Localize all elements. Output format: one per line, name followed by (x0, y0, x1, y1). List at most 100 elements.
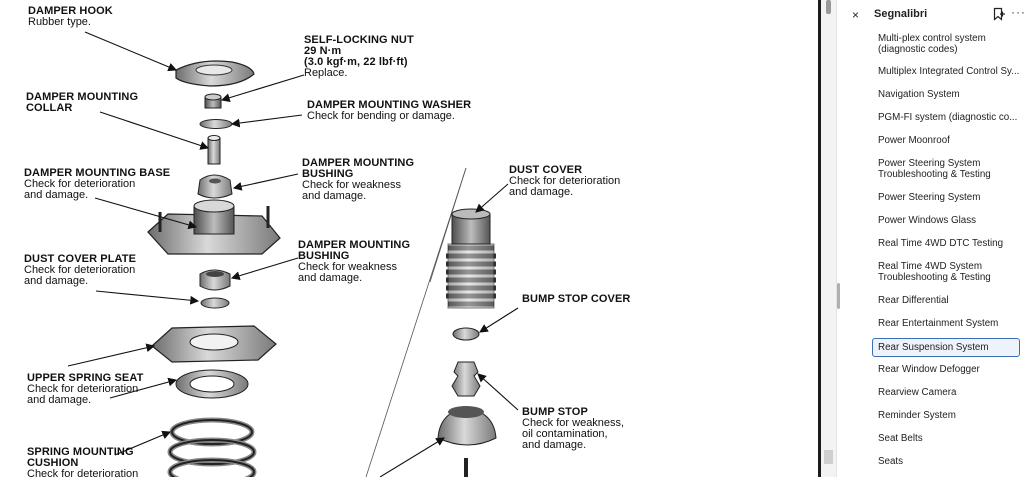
self-locking-nut-desc: Replace. (304, 67, 348, 79)
bookmarks-panel-header: × Segnalibri ··· (840, 0, 1024, 28)
label-bump-stop: BUMP STOP Check for weakness, oil contam… (522, 407, 624, 451)
bookmark-item[interactable]: Rear Suspension System (872, 338, 1020, 357)
bookmark-item[interactable]: Real Time 4WD DTC Testing (873, 238, 1021, 249)
bookmark-item-label: Seat Belts (878, 433, 923, 444)
label-damper-mounting-bushing-upper: DAMPER MOUNTING BUSHING Check for weakne… (302, 158, 414, 202)
coil-spring-part (167, 417, 257, 477)
bookmark-item-label: Power Steering System (878, 158, 981, 169)
bushing2-title-1: DAMPER MOUNTING (298, 239, 411, 251)
scrollbar-thumb[interactable] (826, 0, 831, 14)
more-options-icon[interactable]: ··· (1011, 5, 1024, 19)
damper-mounting-collar-part (207, 135, 221, 165)
pane-divider[interactable] (818, 0, 821, 477)
washer-desc: Check for bending or damage. (307, 110, 455, 122)
bookmark-item-label: Multi-plex control system (878, 33, 986, 44)
bookmark-add-icon[interactable] (992, 7, 1006, 21)
bookmark-item-label: Seats (878, 456, 904, 467)
bump-stop-title: BUMP STOP (522, 406, 588, 418)
bushing2-desc-1: Check for weakness (298, 261, 398, 273)
dust-cover-desc-2: and damage. (509, 186, 574, 198)
leader-lines (67, 31, 519, 477)
bookmark-item-label: Power Steering System (878, 192, 981, 203)
bump-stop-desc-2: oil contamination, (522, 428, 608, 440)
bump-stop-desc-3: and damage. (522, 439, 587, 451)
label-dust-cover: DUST COVER Check for deterioration and d… (509, 165, 620, 198)
damper-mounting-bushing-part (197, 174, 233, 199)
bookmarks-panel: × Segnalibri ··· Multi-plex control syst… (840, 0, 1024, 477)
base-desc-2: and damage. (24, 189, 89, 201)
document-scrollbar[interactable] (821, 0, 837, 477)
damper-hook-title: DAMPER HOOK (28, 5, 113, 17)
bookmark-item[interactable]: Multiplex Integrated Control Sy... (873, 66, 1021, 77)
washer-title: DAMPER MOUNTING WASHER (307, 99, 472, 111)
bookmark-item[interactable]: Multi-plex control system(diagnostic cod… (873, 33, 1021, 55)
bookmark-item[interactable]: Rear Window Defogger (873, 364, 1021, 375)
bookmark-item[interactable]: Seat Belts (873, 433, 1021, 444)
panel-title: Segnalibri (874, 8, 928, 20)
bookmark-item[interactable]: Rear Entertainment System (873, 318, 1021, 329)
self-locking-nut-title: SELF-LOCKING NUT (304, 34, 414, 46)
panel-resize-handle[interactable] (837, 283, 840, 309)
bushing1-desc-2: and damage. (302, 190, 367, 202)
bookmark-item-label: Rear Entertainment System (878, 318, 999, 329)
bookmark-item[interactable]: Navigation System (873, 89, 1021, 100)
upper-spring-seat-part (151, 325, 277, 363)
label-damper-hook: DAMPER HOOK Rubber type. (28, 6, 113, 28)
label-damper-mounting-bushing-lower: DAMPER MOUNTING BUSHING Check for weakne… (298, 240, 410, 284)
dust-cover-plate-desc-1: Check for deterioration (24, 264, 136, 276)
dust-cover-plate-part (200, 297, 230, 309)
label-spring-mounting-cushion: SPRING MOUNTING CUSHION Check for deteri… (27, 447, 138, 477)
damper-hook-part (175, 60, 255, 87)
base-title: DAMPER MOUNTING BASE (24, 167, 171, 179)
upper-spring-seat-desc-2: and damage. (27, 394, 92, 406)
document-page: DAMPER HOOK Rubber type. SELF-LOCKING NU… (24, 5, 631, 477)
dust-cover-title: DUST COVER (509, 164, 583, 176)
self-locking-nut-torque: 29 N·m (304, 45, 342, 57)
bookmark-item[interactable]: Power Windows Glass (873, 215, 1021, 226)
bookmark-item-label: Power Windows Glass (878, 215, 976, 226)
label-damper-mounting-washer: DAMPER MOUNTING WASHER Check for bending… (307, 100, 471, 122)
suspension-exploded-diagram (67, 31, 519, 477)
bushing1-desc-1: Check for weakness (302, 179, 402, 191)
bookmark-item[interactable]: Seats (873, 456, 1021, 467)
bookmark-item[interactable]: Reminder System (873, 410, 1021, 421)
damper-hook-desc: Rubber type. (28, 16, 91, 28)
close-icon[interactable]: × (852, 8, 860, 22)
bookmark-item-label: Real Time 4WD System (878, 261, 982, 272)
bookmark-item-label: Rear Window Defogger (878, 364, 980, 375)
bookmark-item-label: Multiplex Integrated Control Sy... (878, 66, 1020, 77)
upper-spring-seat-title: UPPER SPRING SEAT (27, 372, 144, 384)
dust-cover-part (446, 208, 496, 309)
bushing1-title-1: DAMPER MOUNTING (302, 157, 415, 169)
label-self-locking-nut: SELF-LOCKING NUT 29 N·m (3.0 kgf·m, 22 l… (304, 35, 414, 79)
bookmark-item-label: Rearview Camera (878, 387, 957, 398)
label-damper-mounting-collar: DAMPER MOUNTING COLLAR (26, 92, 138, 114)
bump-stop-desc-1: Check for weakness, (522, 417, 625, 429)
collar-title-line2: COLLAR (26, 102, 73, 114)
bookmark-item[interactable]: Rearview Camera (873, 387, 1021, 398)
scrollbar-bottom-thumb[interactable] (824, 450, 833, 464)
self-locking-nut-part (204, 93, 222, 109)
bump-stop-cover-title: BUMP STOP COVER (522, 293, 631, 305)
bookmark-item-label: PGM-FI system (diagnostic co... (878, 112, 1018, 123)
bookmark-item-label: Troubleshooting & Testing (878, 169, 991, 180)
bump-stop-part (451, 361, 481, 397)
bookmark-item[interactable]: Power Moonroof (873, 135, 1021, 146)
collar-title-line1: DAMPER MOUNTING (26, 91, 139, 103)
bushing1-title-2: BUSHING (302, 168, 354, 180)
lower-spring-seat-part (437, 406, 497, 477)
bookmark-item[interactable]: Rear Differential (873, 295, 1021, 306)
cushion-desc-1: Check for deterioration (27, 468, 139, 477)
cushion-title-2: CUSHION (27, 457, 79, 469)
damper-mounting-washer-part (199, 119, 233, 129)
bookmark-item[interactable]: Power Steering System (873, 192, 1021, 203)
bookmark-item-label: Navigation System (878, 89, 960, 100)
dust-cover-plate-title: DUST COVER PLATE (24, 253, 137, 265)
bookmark-item-label: Troubleshooting & Testing (878, 272, 991, 283)
bookmark-item-label: Rear Suspension System (878, 342, 989, 353)
bump-stop-cover-part (452, 327, 480, 341)
bookmark-item[interactable]: PGM-FI system (diagnostic co... (873, 112, 1021, 123)
